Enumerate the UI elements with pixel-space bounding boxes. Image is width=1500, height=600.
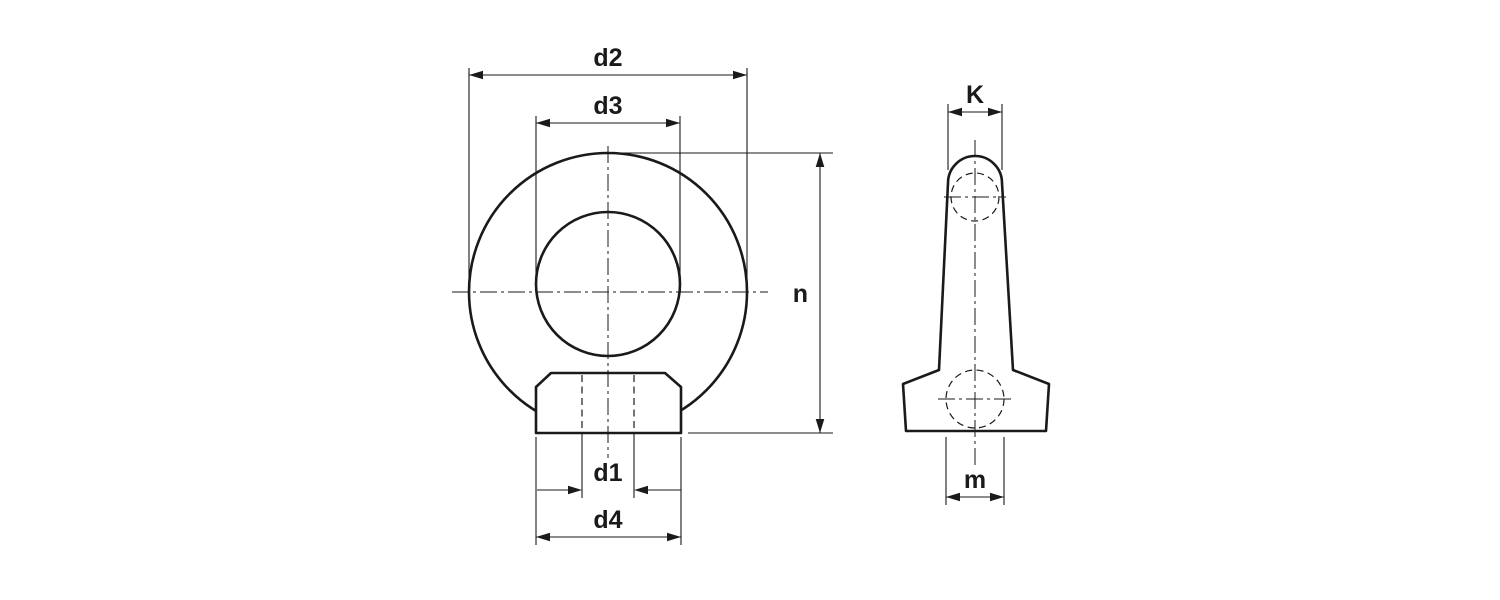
dimension-d2: d2 (468, 44, 748, 287)
d2-arrow-right-icon (733, 70, 747, 80)
k-arrow-right-icon (988, 107, 1002, 117)
side-profile-outline (901, 154, 1051, 433)
m-arrow-left-icon (946, 492, 960, 502)
n-arrow-top-icon (815, 153, 825, 167)
d1-arrow-left-icon (568, 485, 582, 495)
side-view: K m (901, 81, 1051, 505)
dimension-label-d4: d4 (593, 506, 622, 534)
d2-arrow-left-icon (469, 70, 483, 80)
d4-arrow-left-icon (536, 532, 550, 542)
dimension-k: K (947, 81, 1003, 170)
k-arrow-left-icon (948, 107, 962, 117)
dimension-d1: d1 (537, 433, 681, 498)
d1-arrow-right-icon (634, 485, 648, 495)
m-arrow-right-icon (990, 492, 1004, 502)
dimension-label-d1: d1 (593, 459, 622, 487)
dimension-n: n (614, 152, 833, 434)
dimension-label-d3: d3 (593, 92, 622, 120)
d4-arrow-right-icon (667, 532, 681, 542)
d3-arrow-right-icon (666, 118, 680, 128)
d3-arrow-left-icon (536, 118, 550, 128)
dimension-label-d2: d2 (593, 44, 622, 72)
n-arrow-bottom-icon (815, 419, 825, 433)
dimension-d4: d4 (535, 437, 682, 545)
dimension-m: m (945, 437, 1005, 505)
dimension-label-k: K (966, 81, 984, 109)
dimension-label-m: m (964, 466, 986, 494)
dimension-d3: d3 (535, 92, 681, 281)
dimension-label-n: n (793, 280, 808, 308)
front-view: d2 d3 n (452, 44, 833, 545)
